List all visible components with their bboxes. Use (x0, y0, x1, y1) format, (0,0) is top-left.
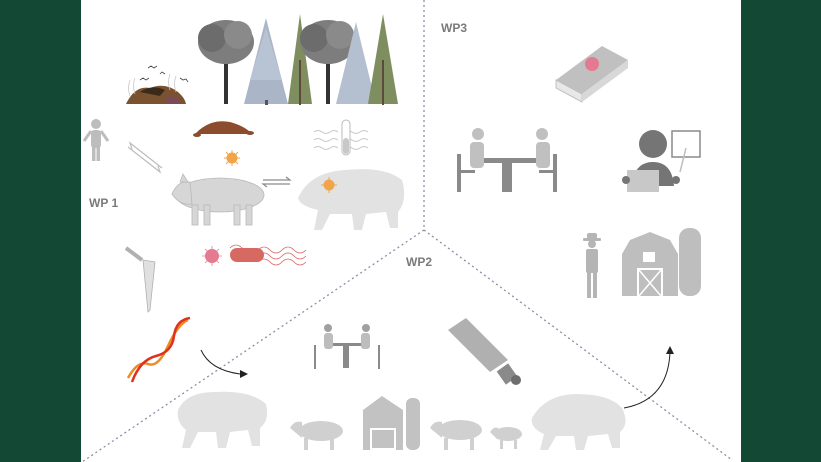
wild-boar-icon (531, 394, 626, 450)
microtube-icon (124, 246, 156, 313)
pig-icon (290, 421, 343, 450)
pine-tree-icon (368, 14, 398, 105)
pig-icon (430, 420, 482, 450)
water-sample-tube-icon (313, 119, 369, 156)
trail-camera-icon (448, 318, 521, 385)
virus-icon (202, 246, 222, 266)
barn-icon (363, 396, 420, 450)
spruce-tree-icon (244, 18, 288, 105)
bacterium-icon (229, 244, 307, 266)
deciduous-tree-icon (300, 20, 356, 104)
deciduous-tree-icon (198, 20, 254, 104)
transition-arrow-icon (200, 349, 248, 378)
wp2-label: WP2 (406, 255, 433, 269)
teacher-icon (622, 130, 701, 192)
interview-table-icon (314, 324, 380, 369)
compost-heap-icon (126, 65, 189, 104)
virus-icon (321, 177, 337, 193)
barn-silo-icon (622, 228, 701, 297)
person-icon (82, 119, 110, 161)
spruce-tree-icon (336, 22, 376, 104)
farmer-icon (583, 233, 601, 298)
book-icon (555, 46, 628, 103)
equilibrium-arrows-icon (127, 141, 163, 174)
domestic-pig-icon (171, 173, 265, 226)
soil-pile-icon (193, 121, 254, 137)
dna-helix-icon (126, 316, 191, 383)
wild-boar-icon (177, 391, 268, 448)
pine-tree-icon (288, 14, 312, 105)
piglet-icon (490, 427, 522, 449)
wp3-label: WP3 (441, 21, 468, 35)
transition-arrow-icon (623, 346, 674, 409)
interview-table-icon (457, 128, 557, 192)
wp1-label: WP 1 (89, 196, 119, 210)
wild-boar-icon (298, 169, 405, 230)
figure-panel (81, 0, 741, 462)
section-dividers (81, 0, 733, 462)
equilibrium-arrows-icon (261, 176, 292, 188)
virus-icon (224, 150, 240, 166)
